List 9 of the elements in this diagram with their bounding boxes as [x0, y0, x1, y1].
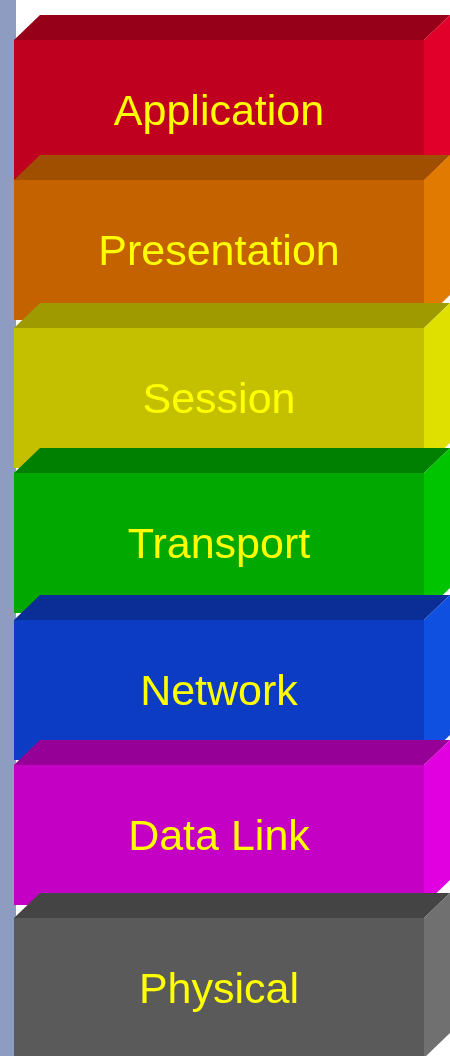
layer-label: Application [113, 85, 325, 135]
layer-label: Transport [127, 518, 311, 568]
layer-label: Network [140, 665, 298, 715]
layer-label: Data Link [128, 810, 310, 860]
layer-label: Presentation [98, 225, 340, 275]
layer-label: Session [142, 373, 296, 423]
layer-block [14, 740, 450, 906]
layer-block [14, 893, 450, 1056]
layer-label: Physical [138, 963, 300, 1013]
